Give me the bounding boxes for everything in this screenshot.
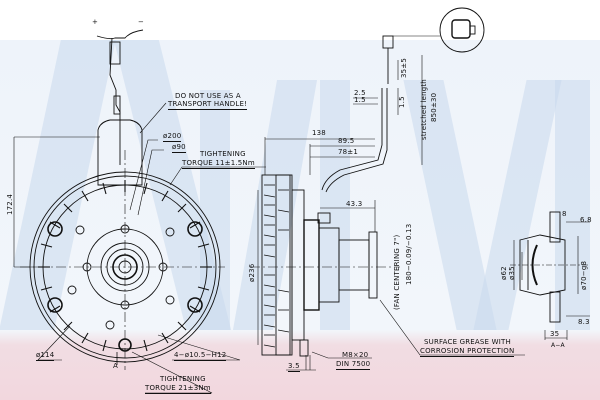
grease-note-line-1: SURFACE GREASE WITH: [424, 338, 511, 346]
bolt-spec-line-2: DIN 7500: [336, 360, 371, 370]
dim-43-3-label: 43.3: [346, 200, 363, 208]
torque-top-line-1: TIGHTENING: [200, 150, 246, 158]
watermark-stroke: [320, 80, 350, 330]
watermark-stroke: [555, 80, 590, 330]
mounting-holes-label: 4−ø10.5−H12: [174, 351, 227, 361]
dim-2-5-label: 2.5: [354, 89, 366, 97]
grease-note-line-2: CORROSION PROTECTION: [420, 347, 515, 357]
torque-bottom-line-2: TORQUE 21±3Nm: [145, 384, 211, 394]
section-title-label: A−A: [551, 342, 565, 349]
dim-3-5-label: 3.5: [288, 362, 300, 372]
dim-1-5-a-label: 1.5: [354, 96, 366, 104]
dim-180-label: 180−0.09/−0.13: [405, 223, 413, 285]
section-diameter-62-label: ø62: [500, 266, 508, 280]
stretched-length-line-1: stretched length: [420, 79, 428, 140]
warning-line-2: TRANSPORT HANDLE!: [168, 100, 248, 110]
section-diameter-70-label: ø70−g8: [580, 260, 588, 290]
fan-centering-label: (FAN CENTERING 7"): [393, 234, 401, 310]
terminal-minus-label: −: [138, 18, 145, 26]
torque-top-line-2: TORQUE 11±1.5Nm: [182, 159, 255, 169]
height-172-label: 172.4: [6, 193, 14, 215]
dim-138-label: 138: [312, 129, 326, 137]
dim-78-label: 78±1: [338, 148, 359, 156]
stretched-length-line-2: 850±30: [430, 92, 438, 122]
bolt-spec-line-1: M8×20: [342, 351, 369, 359]
dim-89-5-label: 89.5: [338, 137, 355, 145]
diameter-90-label: ø90: [172, 143, 186, 153]
diameter-236-label: ø236: [248, 263, 256, 282]
torque-bottom-line-1: TIGHTENING: [160, 375, 206, 383]
section-dim-8-3-label: 8.3: [578, 318, 590, 326]
diameter-200-label: ø200: [163, 132, 182, 142]
section-dim-8-label: 8: [562, 210, 567, 218]
section-dim-6-8-label: 6.8: [580, 216, 592, 224]
section-dim-35-label: 35: [550, 330, 560, 338]
terminal-plus-label: +: [92, 18, 99, 26]
section-diameter-35-label: ø35: [508, 266, 516, 280]
watermark-stroke: [200, 90, 230, 330]
dim-1-5-b-label: 1.5: [398, 96, 406, 108]
section-mark-label: A: [113, 362, 118, 370]
warning-line-1: DO NOT USE AS A: [175, 92, 241, 100]
diameter-114-label: ø114: [36, 351, 55, 361]
dim-35-tolerance-label: 35±5: [400, 57, 408, 78]
